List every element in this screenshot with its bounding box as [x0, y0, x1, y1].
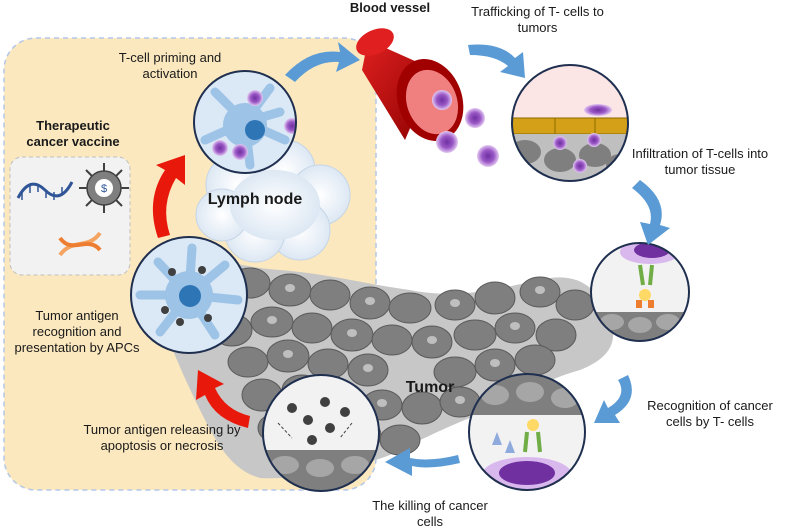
infiltration-circle — [590, 242, 690, 342]
priming-circle — [193, 70, 297, 174]
blood-vessel-icon — [356, 28, 464, 141]
recognition-label: Recognition of cancer cells by T- cells — [647, 398, 773, 429]
antigen-release-label: Tumor antigen releasing by apoptosis or … — [83, 422, 241, 453]
dna-icon — [58, 231, 102, 257]
dendritic-cell-icon — [135, 243, 243, 340]
recognition-circle — [468, 373, 586, 491]
vaccine-label: Therapeutic cancer vaccine — [26, 118, 120, 149]
tumor-label: Tumor — [405, 379, 455, 396]
flow-arrows — [285, 42, 670, 476]
blood-vessel-label: Blood vessel — [349, 0, 431, 15]
red-arrows — [152, 155, 250, 428]
trafficking-label: Trafficking of T- cells to tumors — [471, 4, 604, 35]
killing-label: The killing of cancer cells — [372, 498, 488, 529]
virus-icon: $ — [79, 163, 129, 213]
trafficking-circle — [511, 64, 629, 182]
mrna-icon — [16, 181, 74, 200]
lymph-node-label: Lymph node — [207, 191, 303, 208]
t-cell-icon — [436, 108, 499, 167]
infiltration-label: Infiltration of T-cells into tumor tissu… — [631, 146, 769, 177]
apc-recognition-label: Tumor antigen recognition and presentati… — [14, 308, 140, 355]
svg-text:$: $ — [101, 183, 107, 195]
priming-label: T-cell priming and activation — [118, 50, 222, 81]
apc-circle — [130, 236, 248, 354]
